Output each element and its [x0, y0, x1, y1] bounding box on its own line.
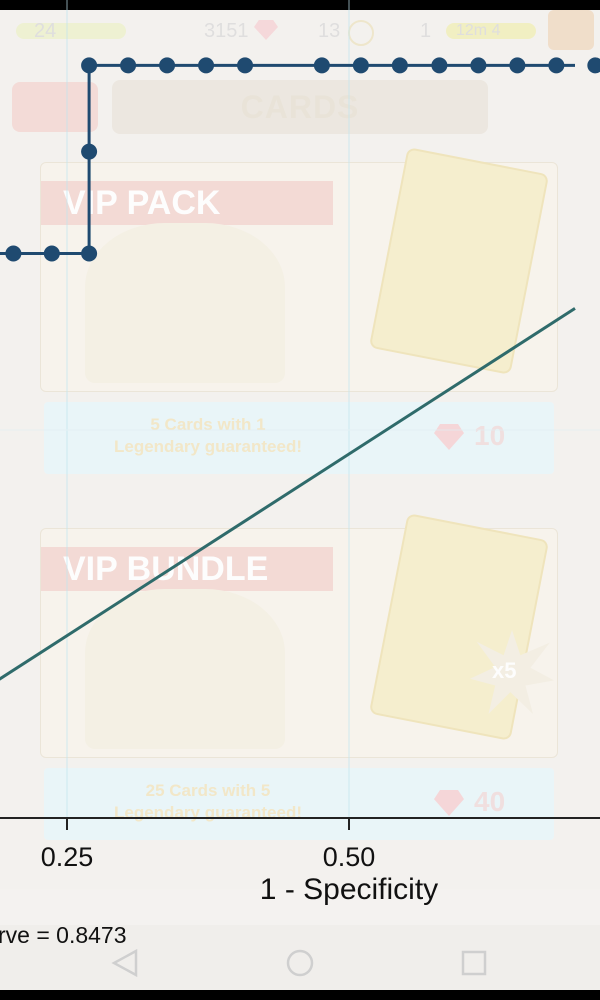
roc-point — [198, 57, 215, 74]
page-title: CARDS — [112, 80, 488, 134]
android-nav-bar — [0, 925, 600, 990]
roc-point — [470, 57, 487, 74]
game-background: 24 3151 13 1 12m 4 CARDS VIP PACK 5 Card… — [0, 10, 600, 925]
top-hud: 24 3151 13 1 12m 4 — [0, 10, 600, 54]
home-nav-icon[interactable] — [286, 949, 314, 977]
back-nav-icon[interactable] — [111, 948, 138, 978]
roc-point — [5, 245, 22, 262]
auc-annotation: rve = 0.8473 — [0, 922, 127, 948]
series-layer — [0, 57, 600, 681]
status-bar — [0, 0, 600, 10]
roc-point — [587, 57, 600, 74]
roc-point — [391, 57, 408, 74]
roc-point — [159, 57, 176, 74]
roc-point — [431, 57, 448, 74]
xp-bar — [16, 23, 126, 39]
roc-point — [43, 245, 60, 262]
vip-bundle-buy-button[interactable]: 25 Cards with 5 Legendary guaranteed! 40 — [44, 768, 554, 840]
recents-nav-icon[interactable] — [461, 950, 487, 976]
grid — [0, 0, 600, 818]
x-axis-label: 1 - Specificity — [260, 873, 438, 906]
hero-illustration — [85, 223, 285, 383]
card-name: VIP BUNDLE — [41, 547, 333, 591]
friends-count: 1 — [420, 20, 432, 42]
settings-gear-icon[interactable] — [548, 10, 594, 50]
roc-point — [81, 57, 98, 74]
offer-desc-line2: Legendary guaranteed! — [114, 437, 302, 456]
roc-point — [81, 245, 98, 262]
multiplier-label: x5 — [492, 658, 517, 683]
vip-bundle-panel[interactable]: VIP BUNDLE — [40, 513, 558, 758]
gems-amount: 13 — [318, 20, 341, 42]
roc-point — [81, 143, 98, 160]
back-button[interactable] — [12, 82, 98, 132]
vip-pack-buy-button[interactable]: 5 Cards with 1 Legendary guaranteed! 10 — [44, 402, 554, 474]
diagonal-series-line — [0, 307, 576, 681]
roc-point — [548, 57, 565, 74]
roc-point — [120, 57, 137, 74]
hero-illustration — [85, 589, 285, 749]
nav-icons — [111, 948, 487, 978]
roc-step-line — [0, 63, 575, 256]
timer-bar — [446, 23, 536, 39]
x-tick-label: 0.50 — [323, 842, 376, 872]
roc-point — [237, 57, 254, 74]
price-label: 10 — [474, 420, 506, 451]
roc-point — [352, 57, 369, 74]
roc-point — [509, 57, 526, 74]
vip-pack-panel[interactable]: VIP PACK — [40, 147, 558, 392]
bottom-strip — [0, 990, 600, 1000]
timer-label: 12m 4 — [456, 22, 501, 39]
offer-desc-line1: 5 Cards with 1 — [150, 415, 266, 434]
level-label: 24 — [34, 20, 57, 42]
offer-desc-line1: 25 Cards with 5 — [145, 781, 271, 800]
currency-amount: 3151 — [204, 20, 249, 42]
price-label: 40 — [474, 786, 506, 817]
roc-point — [313, 57, 330, 74]
x-tick-label: 0.25 — [41, 842, 94, 872]
offer-description: 5 Cards with 1 Legendary guaranteed! — [58, 414, 358, 458]
